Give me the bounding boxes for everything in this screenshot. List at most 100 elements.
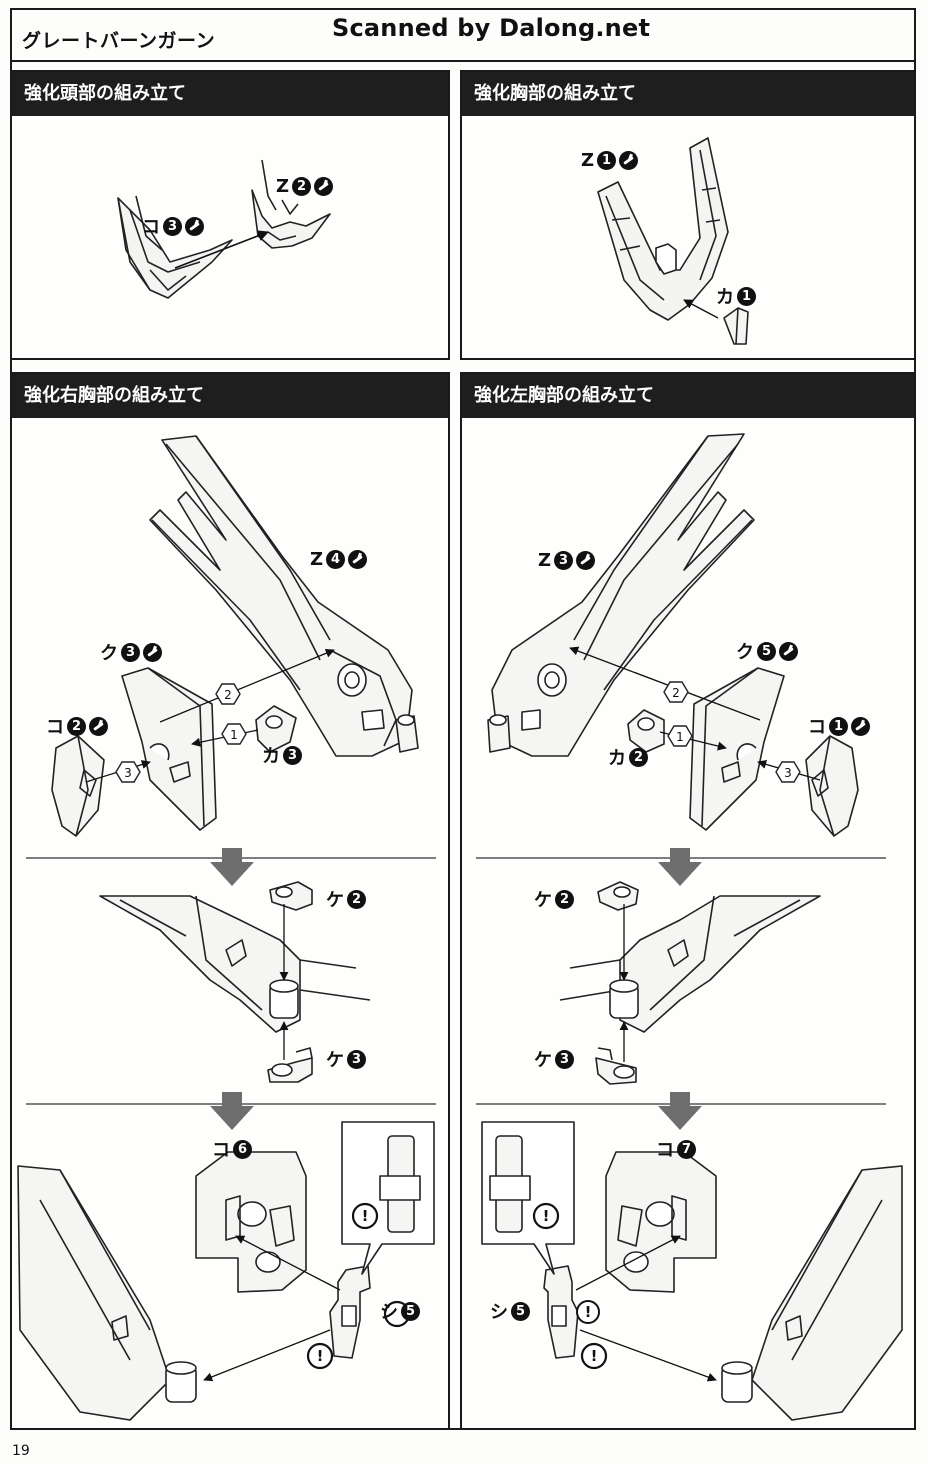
left-chest-part-ke-top bbox=[597, 881, 639, 911]
chest-frame-part bbox=[597, 137, 729, 321]
step-marker-right-3: 3 bbox=[124, 766, 132, 780]
part-number-badge: 3 bbox=[347, 1049, 366, 1069]
part-label-z-4: Z 4 bbox=[310, 549, 368, 570]
chest-part-ka bbox=[723, 307, 749, 345]
panel-right-chest-title: 強化右胸部の組み立て bbox=[12, 374, 448, 418]
part-letter: ケ bbox=[534, 1050, 552, 1071]
part-letter: ク bbox=[736, 642, 754, 663]
left-chest-plate-ku bbox=[689, 667, 785, 831]
part-label-ka-1: カ 1 bbox=[716, 283, 756, 309]
right-chest-block-ko bbox=[195, 1151, 307, 1293]
cut-icon bbox=[143, 642, 162, 662]
part-number-badge: 3 bbox=[283, 745, 302, 765]
left-chest-part-ke-bottom bbox=[595, 1047, 637, 1085]
panel-chest: 強化胸部の組み立て bbox=[460, 70, 916, 360]
head-part-z bbox=[251, 159, 331, 249]
notice-badge-left: ! bbox=[576, 1300, 600, 1324]
part-number-badge: 4 bbox=[326, 550, 346, 569]
cut-icon bbox=[348, 550, 368, 569]
cut-icon bbox=[851, 716, 870, 736]
part-label-ka-2: カ 2 bbox=[608, 744, 648, 770]
part-label-z-1: Z 1 bbox=[581, 150, 639, 171]
cut-icon bbox=[779, 641, 798, 661]
step-marker-left-1: 1 bbox=[676, 730, 684, 744]
panel-chest-title: 強化胸部の組み立て bbox=[462, 72, 914, 116]
right-chest-callout bbox=[341, 1121, 435, 1275]
left-chest-wing-assembly bbox=[487, 433, 755, 757]
part-letter: Z bbox=[538, 550, 552, 571]
part-letter: コ bbox=[808, 717, 826, 738]
notice-mark: ! bbox=[362, 1207, 369, 1225]
step-marker-left-2: 2 bbox=[672, 686, 680, 700]
part-letter: ケ bbox=[534, 890, 552, 911]
right-chest-wing-assembly bbox=[149, 435, 419, 757]
part-number-badge: 1 bbox=[737, 286, 756, 306]
part-label-ko-7: コ 7 bbox=[656, 1136, 696, 1162]
part-label-ke-3: ケ 3 bbox=[534, 1046, 574, 1072]
part-number-badge: 3 bbox=[554, 551, 574, 570]
part-letter: コ bbox=[656, 1140, 674, 1161]
cut-icon bbox=[185, 216, 204, 236]
part-number-badge: 5 bbox=[401, 1301, 420, 1321]
panel-head: 強化頭部の組み立て bbox=[10, 70, 450, 360]
part-label-ko-2: コ 2 bbox=[46, 713, 108, 739]
part-number-badge: 7 bbox=[677, 1139, 696, 1159]
part-number-badge: 5 bbox=[511, 1301, 530, 1321]
page-number: 19 bbox=[12, 1443, 30, 1459]
part-letter: ケ bbox=[326, 890, 344, 911]
right-chest-part-ko bbox=[51, 735, 105, 837]
part-label-ku-5: ク 5 bbox=[736, 638, 798, 664]
left-chest-part-ka bbox=[627, 709, 665, 753]
part-label-ko-6: コ 6 bbox=[212, 1136, 252, 1162]
part-letter: ケ bbox=[326, 1050, 344, 1071]
right-chest-part-ka bbox=[255, 705, 297, 753]
left-chest-pin-shi bbox=[543, 1265, 579, 1359]
cut-icon bbox=[314, 177, 334, 196]
right-chest-plate-ku bbox=[121, 667, 217, 831]
part-label-ke-2: ケ 2 bbox=[326, 886, 366, 912]
head-part-ko bbox=[117, 195, 233, 299]
part-letter: Z bbox=[581, 150, 595, 171]
right-chest-part-ke-top bbox=[269, 881, 313, 911]
right-chest-pin-shi bbox=[329, 1265, 371, 1359]
step-marker-left-3: 3 bbox=[784, 766, 792, 780]
cut-icon bbox=[89, 716, 108, 736]
part-label-ko-1: コ 1 bbox=[808, 713, 870, 739]
part-number-badge: 2 bbox=[67, 716, 86, 736]
watermark: Scanned by Dalong.net bbox=[332, 14, 651, 42]
part-letter: コ bbox=[212, 1140, 230, 1161]
part-number-badge: 6 bbox=[233, 1139, 252, 1159]
part-number-badge: 2 bbox=[629, 747, 648, 767]
panel-left-chest-title: 強化左胸部の組み立て bbox=[462, 374, 914, 418]
right-chest-bottom-wing bbox=[17, 1165, 197, 1421]
page-title: グレートバーンガーン bbox=[22, 30, 216, 52]
notice-mark: ! bbox=[317, 1347, 324, 1365]
part-label-ko-3: コ 3 bbox=[142, 213, 204, 239]
part-label-ka-3: カ 3 bbox=[262, 742, 302, 768]
left-chest-part-ko bbox=[805, 735, 859, 837]
panel-head-title: 強化頭部の組み立て bbox=[12, 72, 448, 116]
part-label-shi-5: シ 5 bbox=[380, 1298, 420, 1324]
part-label-ke-3: ケ 3 bbox=[326, 1046, 366, 1072]
part-letter: Z bbox=[310, 549, 324, 570]
part-number-badge: 3 bbox=[121, 642, 140, 662]
notice-mark: ! bbox=[543, 1207, 550, 1225]
part-letter: シ bbox=[490, 1302, 508, 1323]
part-number-badge: 2 bbox=[347, 889, 366, 909]
part-number-badge: 5 bbox=[757, 641, 776, 661]
part-label-ku-3: ク 3 bbox=[100, 639, 162, 665]
part-number-badge: 1 bbox=[597, 151, 617, 170]
part-letter: カ bbox=[262, 746, 280, 767]
part-letter: コ bbox=[142, 217, 160, 238]
left-chest-callout bbox=[481, 1121, 575, 1275]
left-chest-bottom-wing bbox=[721, 1165, 903, 1421]
cut-icon bbox=[576, 551, 596, 570]
part-number-badge: 3 bbox=[555, 1049, 574, 1069]
part-label-z-2: Z 2 bbox=[276, 176, 334, 197]
part-letter: カ bbox=[716, 287, 734, 308]
part-letter: シ bbox=[380, 1302, 398, 1323]
left-chest-block-ko bbox=[605, 1151, 717, 1293]
part-letter: Z bbox=[276, 176, 290, 197]
notice-mark: ! bbox=[591, 1347, 598, 1365]
